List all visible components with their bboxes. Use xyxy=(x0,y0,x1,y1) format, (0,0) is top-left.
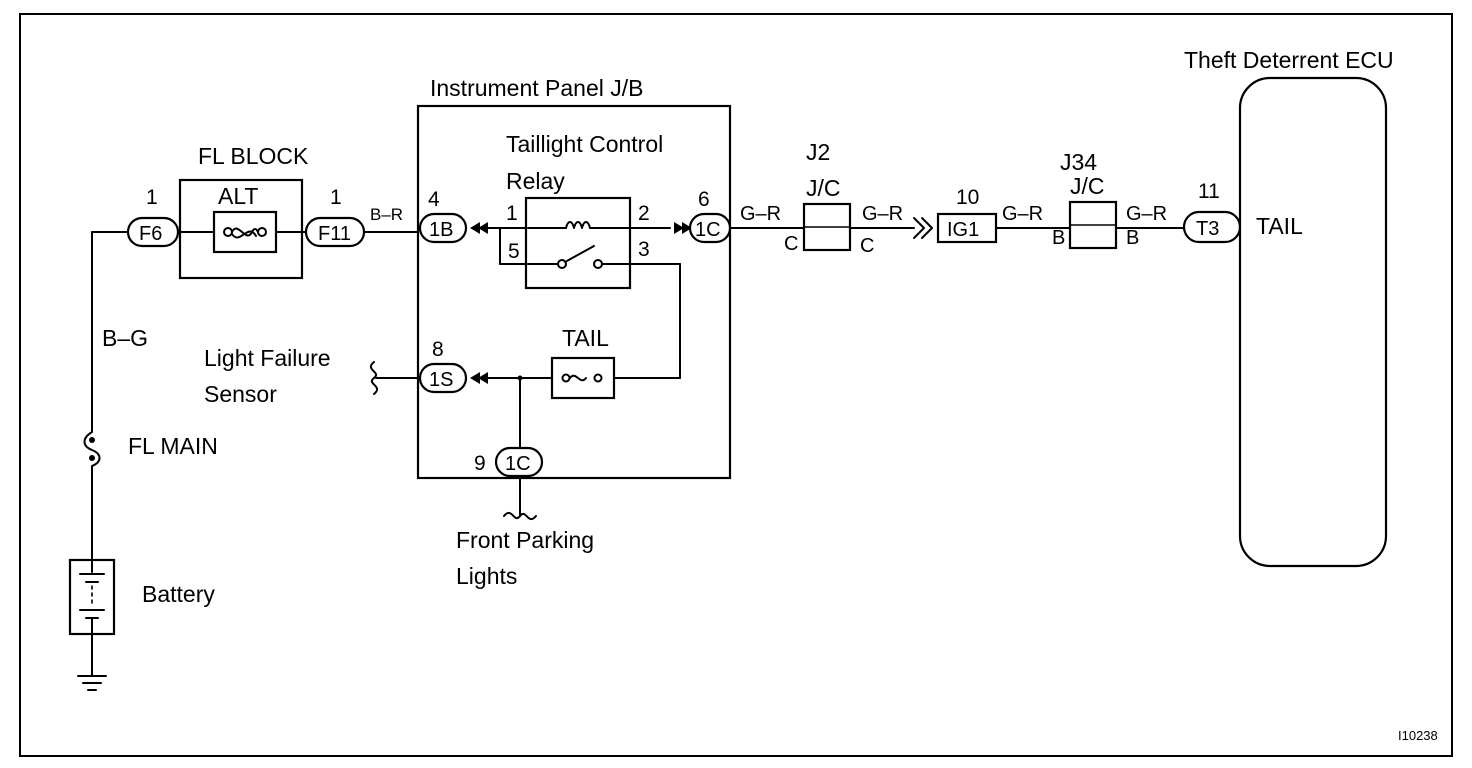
connector-1b xyxy=(418,212,468,244)
connector-1b-label: 1B xyxy=(429,219,453,241)
connector-1s-arrow-icon xyxy=(470,372,488,384)
wire-color-b-g: B–G xyxy=(102,325,148,351)
connector-1s-label: 1S xyxy=(429,369,453,391)
connector-f11-label: F11 xyxy=(318,223,351,245)
relay-pin-1: 1 xyxy=(506,202,518,225)
fl-main-label: FL MAIN xyxy=(128,433,218,459)
j34-label: J34 xyxy=(1060,149,1097,175)
theft-deterrent-ecu-box xyxy=(1238,76,1388,568)
connector-1c-a-label: 1C xyxy=(695,219,721,241)
connector-1c-arrow-icon xyxy=(674,222,692,234)
j2-left-pin: C xyxy=(784,233,798,255)
connector-ig1 xyxy=(936,212,998,244)
taillight-relay-label-2: Relay xyxy=(506,168,565,194)
battery-ground-circuit xyxy=(68,231,129,691)
connector-ig1-label: IG1 xyxy=(947,219,979,241)
j34-right-pin: B xyxy=(1126,227,1139,249)
taillight-relay-label-1: Taillight Control xyxy=(506,131,663,157)
connector-1b-arrow-icon xyxy=(470,222,488,234)
tail-fuse-box xyxy=(550,356,616,400)
front-parking-wire-break-icon xyxy=(503,511,537,521)
connector-t3-label: T3 xyxy=(1196,218,1219,240)
tail-fuse-icon xyxy=(561,373,603,383)
light-failure-wire-break-icon xyxy=(369,361,379,395)
connector-1c-b-label: 1C xyxy=(505,453,531,475)
connector-1s-pin: 8 xyxy=(432,338,444,361)
connector-t3-pin: 11 xyxy=(1198,180,1220,203)
j34-jc-label: J/C xyxy=(1070,173,1105,199)
connector-ig1-pin: 10 xyxy=(956,186,979,209)
tail-fuse-label: TAIL xyxy=(562,325,609,351)
front-parking-label-1: Front Parking xyxy=(456,527,594,553)
ecu-terminal-tail-label: TAIL xyxy=(1256,213,1303,239)
wire-color-j34-t3: G–R xyxy=(1126,203,1167,225)
connector-f11-pin: 1 xyxy=(330,186,342,209)
light-failure-label-2: Sensor xyxy=(204,381,277,407)
relay-pin-5: 5 xyxy=(508,240,520,263)
instrument-panel-jb-label: Instrument Panel J/B xyxy=(430,75,644,101)
battery-label: Battery xyxy=(142,581,215,607)
taillight-relay-box xyxy=(524,196,632,290)
wire-color-j2-ig1: G–R xyxy=(862,203,903,225)
wire-color-1c-j2: G–R xyxy=(740,203,781,225)
theft-ecu-label: Theft Deterrent ECU xyxy=(1184,47,1394,73)
diagram-frame xyxy=(19,13,1453,757)
relay-pin-3: 3 xyxy=(638,238,650,261)
alt-fuse-label: ALT xyxy=(218,183,258,209)
j2-jc-label: J/C xyxy=(806,175,841,201)
fl-main-fusible-link-icon xyxy=(83,431,101,467)
relay-coil-icon xyxy=(527,221,631,229)
connector-f6-pin: 1 xyxy=(146,186,158,209)
fl-block xyxy=(178,178,304,280)
relay-switch-icon xyxy=(527,245,631,269)
front-parking-label-2: Lights xyxy=(456,563,517,589)
instrument-panel-jb-box xyxy=(416,104,732,480)
connector-1c-b-pin: 9 xyxy=(474,452,486,475)
light-failure-label-1: Light Failure xyxy=(204,345,331,371)
ground-icon xyxy=(77,675,107,691)
connector-1c-a-pin: 6 xyxy=(698,188,710,211)
connector-f6-label: F6 xyxy=(139,223,162,245)
wire-color-ig1-j34: G–R xyxy=(1002,203,1043,225)
wire-color-f11-1b: B–R xyxy=(370,205,403,224)
connector-ig1-arrow-icon xyxy=(913,217,933,239)
j2-right-pin: C xyxy=(860,235,874,257)
j34-left-pin: B xyxy=(1052,227,1065,249)
j2-label: J2 xyxy=(806,139,830,165)
fl-block-label: FL BLOCK xyxy=(198,143,309,169)
figure-id: I10238 xyxy=(1398,728,1438,743)
connector-1b-pin: 4 xyxy=(428,188,440,211)
alt-fusible-link-icon xyxy=(223,227,267,239)
relay-pin-2: 2 xyxy=(638,202,650,225)
